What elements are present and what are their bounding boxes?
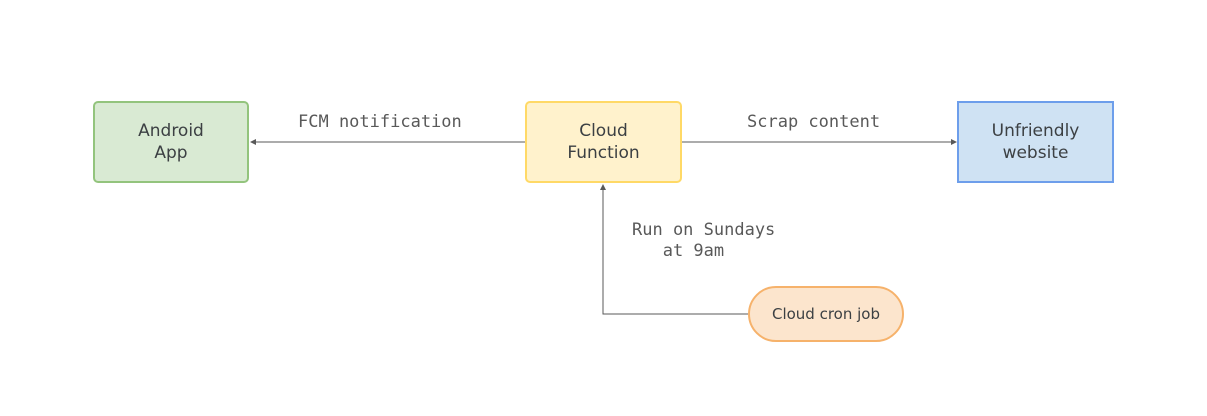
cloud-function-node: Cloud Function [525, 101, 682, 183]
android-app-node: Android App [93, 101, 249, 183]
fcm-notification-label: FCM notification [298, 112, 462, 132]
android-app-label: Android App [138, 121, 204, 163]
unfriendly-website-label: Unfriendly website [991, 121, 1080, 163]
cloud-function-label: Cloud Function [567, 121, 640, 163]
scrap-content-label: Scrap content [747, 112, 881, 132]
unfriendly-website-node: Unfriendly website [957, 101, 1114, 183]
cloud-cron-job-node: Cloud cron job [748, 286, 904, 342]
schedule-label: Run on Sundays at 9am [632, 220, 776, 261]
edge-cron-trigger [600, 184, 748, 315]
cloud-cron-job-label: Cloud cron job [771, 305, 881, 323]
